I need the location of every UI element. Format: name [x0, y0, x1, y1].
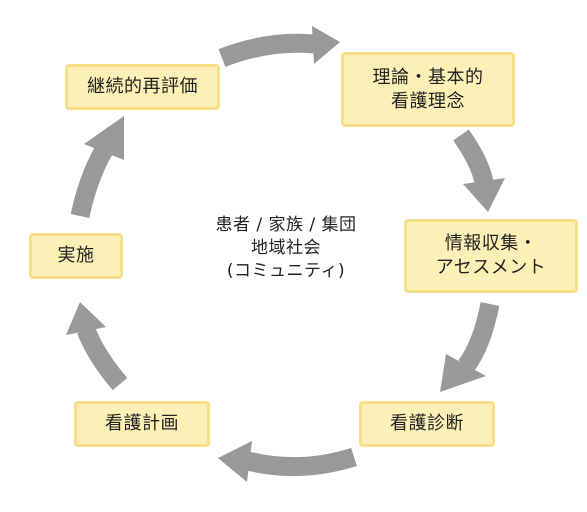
node-assessment: 情報収集・ アセスメント	[404, 219, 578, 293]
node-label-line: 看護計画	[105, 413, 179, 434]
node-label-line: 理論・基本的	[372, 66, 484, 88]
curved-arrow-icon	[218, 441, 357, 482]
node-plan: 看護計画	[74, 401, 210, 447]
curved-arrow-icon	[70, 116, 124, 219]
curved-arrow-icon	[440, 302, 500, 392]
node-theory: 理論・基本的 看護理念	[341, 52, 515, 127]
curved-arrow-icon	[218, 26, 340, 67]
center-label: 患者 / 家族 / 集団 地域社会 (コミュニティ)	[186, 214, 386, 283]
node-evaluation: 継続的再評価	[65, 64, 220, 110]
node-label-line: アセスメント	[435, 257, 547, 278]
node-diagnosis: 看護診断	[359, 401, 495, 447]
node-implementation: 実施	[29, 233, 123, 279]
center-label-line: (コミュニティ)	[226, 261, 346, 281]
node-label-line: 情報収集・	[444, 233, 538, 254]
center-label-line: 患者 / 家族 / 集団	[215, 215, 357, 235]
node-label-line: 看護理念	[391, 90, 465, 112]
curved-arrow-icon	[66, 302, 128, 391]
node-label-line: 継続的再評価	[87, 76, 198, 97]
node-label-line: 看護診断	[390, 413, 464, 434]
curved-arrow-icon	[453, 129, 505, 212]
center-label-line: 地域社会	[251, 238, 321, 258]
node-label-line: 実施	[57, 245, 95, 266]
